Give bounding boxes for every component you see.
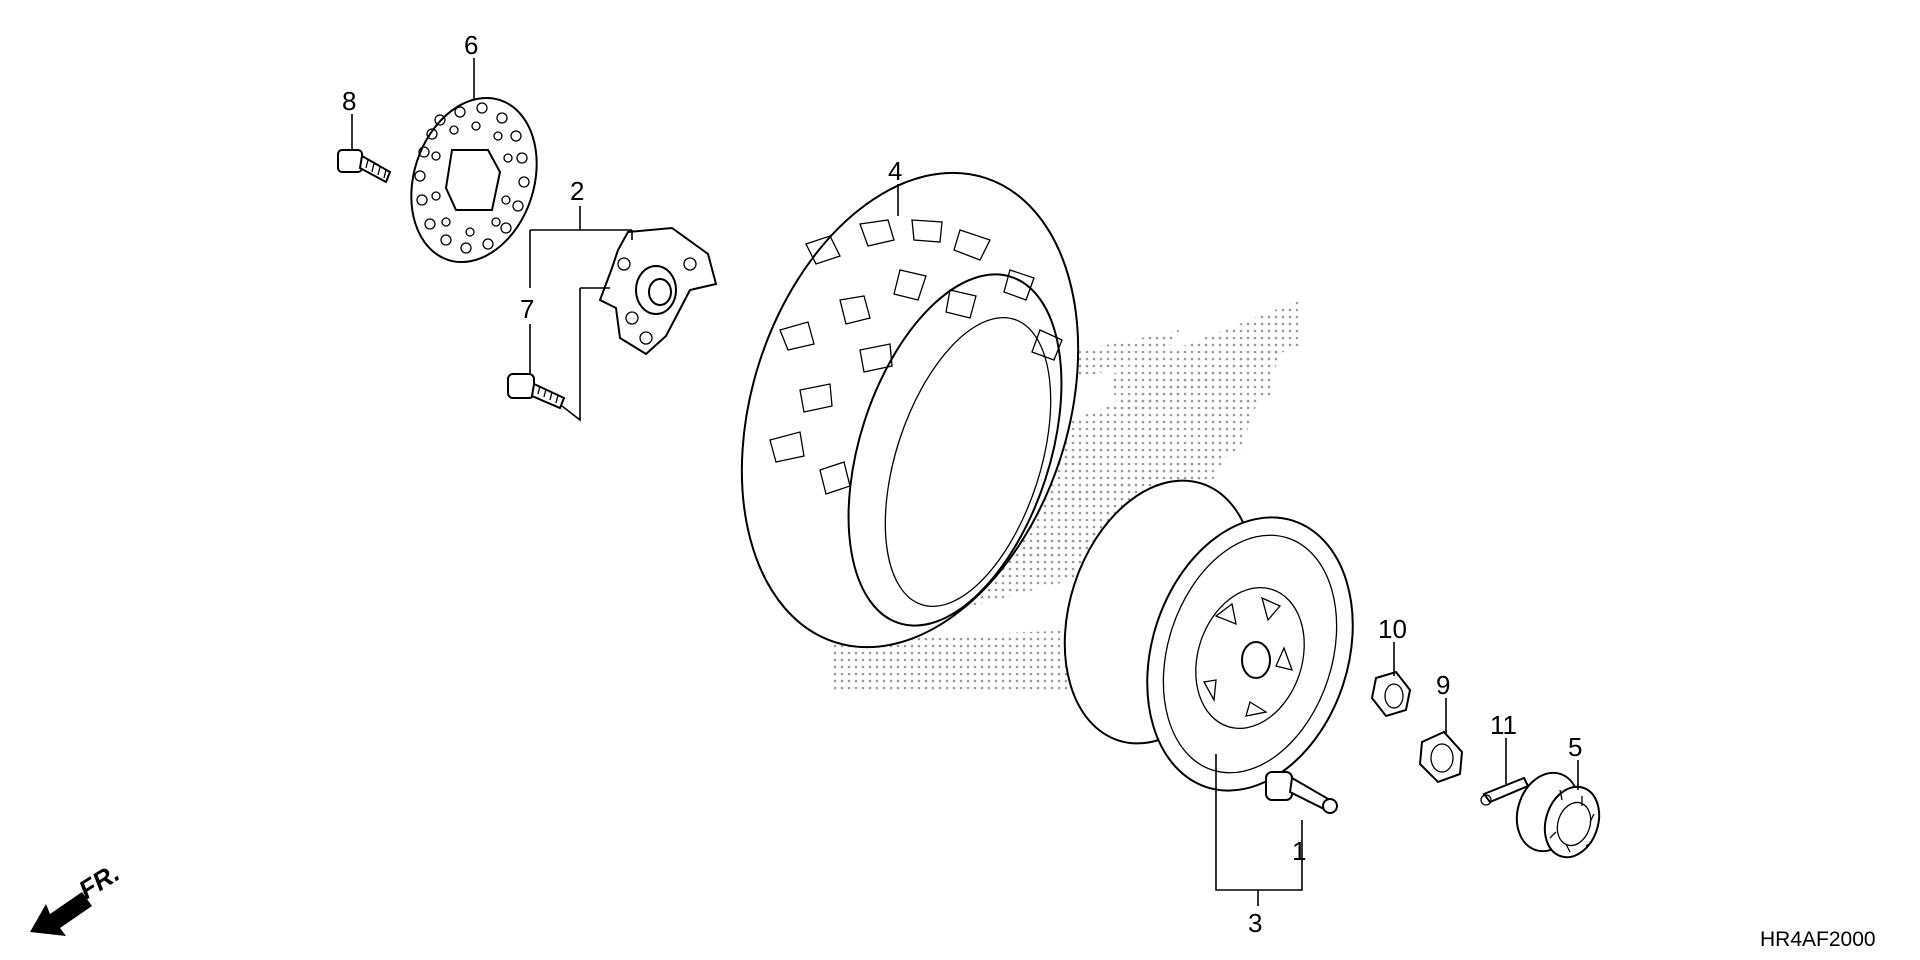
valve-stem-drawing — [1265, 771, 1338, 814]
tire-drawing — [740, 171, 1080, 649]
castle-nut-drawing — [1418, 730, 1464, 784]
callout-6: 6 — [464, 30, 478, 60]
drawing-code: HR4AF2000 — [1760, 928, 1876, 951]
callout-1: 1 — [1292, 836, 1306, 866]
callout-7: 7 — [520, 294, 534, 324]
wheel-nut-drawing — [1370, 670, 1412, 718]
callout-2: 2 — [570, 176, 584, 206]
callout-4: 4 — [888, 156, 902, 186]
callout-3: 3 — [1248, 908, 1262, 938]
brake-disc-drawing — [410, 96, 538, 264]
callout-9: 9 — [1436, 670, 1450, 700]
disc-bolt-drawing — [337, 149, 392, 184]
wheel-hub-drawing — [598, 226, 718, 356]
wheel-rim-drawing — [1063, 479, 1354, 792]
callout-10: 10 — [1378, 614, 1407, 644]
leader-lines — [351, 58, 1579, 906]
cap-drawing — [1515, 771, 1601, 859]
hub-bolt-drawing — [507, 373, 566, 410]
callout-8: 8 — [342, 86, 356, 116]
callouts: 6 8 2 7 4 10 9 11 5 1 3 — [342, 30, 1582, 938]
front-direction-arrow: FR. — [30, 857, 125, 936]
callout-5: 5 — [1568, 732, 1582, 762]
callout-11: 11 — [1490, 710, 1517, 740]
